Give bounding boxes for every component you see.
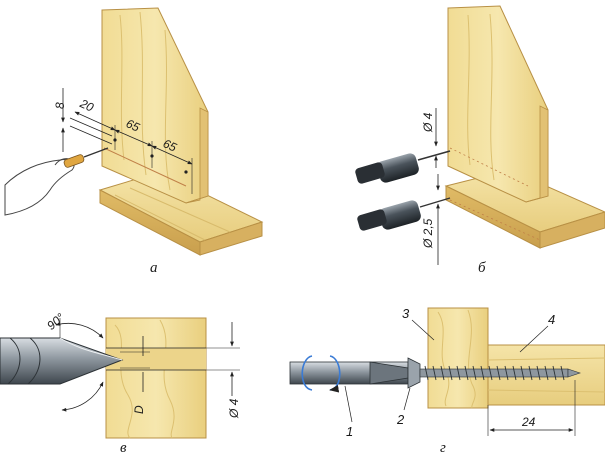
panel-g-screwdriver xyxy=(289,355,409,393)
dim-g-24: 24 xyxy=(521,415,536,429)
panel-b-dimensions: Ø 4 Ø 2,5 xyxy=(421,108,440,265)
panel-b: Ø 4 Ø 2,5 б xyxy=(355,5,605,276)
panel-v-wood-block xyxy=(105,317,207,439)
panel-v-countersink-bit xyxy=(0,337,124,385)
dim-v-angle-90: 90° xyxy=(44,310,67,333)
panel-v: 90° D Ø 4 в xyxy=(0,310,241,456)
panel-b-caption: б xyxy=(478,260,486,276)
label-g-2: 2 xyxy=(396,412,405,427)
panel-b-drill-lower xyxy=(357,197,451,231)
panel-a-hand-with-awl xyxy=(4,147,109,216)
panel-g-dimensions: 24 xyxy=(487,380,576,436)
panel-g: 1 2 3 4 24 г xyxy=(289,306,605,456)
label-g-1: 1 xyxy=(346,424,353,439)
panel-b-drill-upper xyxy=(355,150,451,184)
panel-a-base-board xyxy=(98,171,264,256)
dim-b-diameter-2-5: Ø 2,5 xyxy=(421,218,435,249)
panel-a-dimensions: 8 20 65 65 xyxy=(53,88,193,194)
panel-g-leaders: 1 2 3 4 xyxy=(344,306,555,439)
dim-a-65-first: 65 xyxy=(124,116,142,134)
panel-v-caption: в xyxy=(120,440,127,456)
dim-a-65-second: 65 xyxy=(161,136,179,154)
panel-g-wood-part-3 xyxy=(427,307,489,409)
dim-a-20: 20 xyxy=(77,96,96,115)
dim-b-diameter-4: Ø 4 xyxy=(421,112,435,133)
panel-g-screw xyxy=(407,357,581,389)
panel-b-vertical-board xyxy=(447,5,549,203)
label-g-4: 4 xyxy=(548,312,555,327)
panel-a-caption: а xyxy=(150,260,158,276)
dim-a-8: 8 xyxy=(53,102,67,109)
panel-a: 8 20 65 65 а xyxy=(4,7,264,276)
dim-v-diameter-4: Ø 4 xyxy=(227,398,241,419)
panel-g-caption: г xyxy=(440,440,446,456)
dim-v-diameter-D: D xyxy=(132,405,146,414)
label-g-3: 3 xyxy=(402,306,410,321)
